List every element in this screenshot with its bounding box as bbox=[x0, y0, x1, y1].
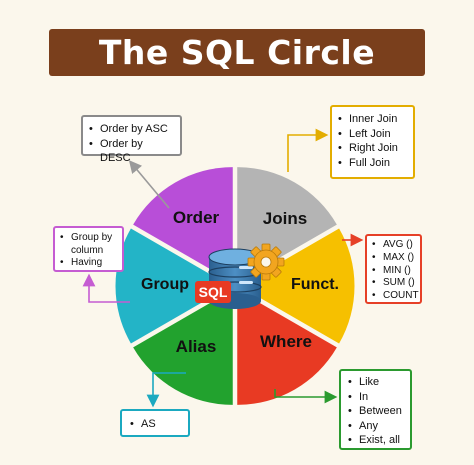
group-item: Group by column bbox=[60, 232, 117, 257]
joins-item: Inner Join bbox=[338, 112, 407, 127]
order-box: Order by ASCOrder by DESC bbox=[81, 115, 182, 164]
where-item: Like bbox=[348, 375, 403, 390]
joins-item: Right Join bbox=[338, 141, 407, 156]
group-item: Having bbox=[60, 257, 117, 270]
where-item: Any bbox=[348, 419, 403, 434]
segment-alias bbox=[115, 228, 231, 344]
where-connector bbox=[274, 389, 338, 404]
where-item: Between bbox=[348, 404, 403, 419]
funct-box: AVG ()MAX ()MIN ()SUM ()COUNT bbox=[365, 234, 422, 304]
joins-connector bbox=[287, 128, 329, 172]
order-item: Order by ASC bbox=[89, 122, 174, 137]
segment-label-where: Where bbox=[260, 332, 312, 351]
title-banner: The SQL Circle bbox=[49, 29, 425, 76]
segment-funct bbox=[237, 289, 337, 405]
segment-label-order: Order bbox=[173, 208, 220, 227]
where-box: LikeInBetweenAnyExist, all bbox=[339, 369, 412, 450]
funct-item: MAX () bbox=[372, 252, 415, 265]
segment-label-funct: Funct. bbox=[291, 276, 339, 293]
joins-item: Left Join bbox=[338, 127, 407, 142]
joins-box: Inner JoinLeft JoinRight JoinFull Join bbox=[330, 105, 415, 179]
segment-joins bbox=[239, 228, 355, 344]
segment-label-group: Group bbox=[141, 276, 189, 293]
page-title: The SQL Circle bbox=[98, 33, 376, 72]
sql-badge: SQL bbox=[195, 281, 231, 303]
where-item: Exist, all bbox=[348, 433, 403, 448]
funct-item: MIN () bbox=[372, 265, 415, 278]
alias-connector bbox=[146, 372, 186, 408]
joins-item: Full Join bbox=[338, 156, 407, 171]
funct-item: AVG () bbox=[372, 239, 415, 252]
funct-item: SUM () bbox=[372, 277, 415, 290]
where-item: In bbox=[348, 390, 403, 405]
order-connector bbox=[128, 160, 170, 209]
group-connector bbox=[82, 273, 130, 303]
alias-box: AS bbox=[120, 409, 190, 437]
order-item: Order by DESC bbox=[89, 137, 174, 166]
sql-badge-label: SQL bbox=[199, 284, 228, 300]
alias-item: AS bbox=[130, 417, 180, 432]
group-box: Group by columnHaving bbox=[53, 226, 124, 272]
gear-icon bbox=[247, 243, 285, 281]
segment-label-alias: Alias bbox=[176, 337, 217, 356]
funct-item: COUNT bbox=[372, 290, 419, 303]
segment-label-joins: Joins bbox=[263, 209, 307, 228]
segment-where bbox=[133, 289, 233, 405]
